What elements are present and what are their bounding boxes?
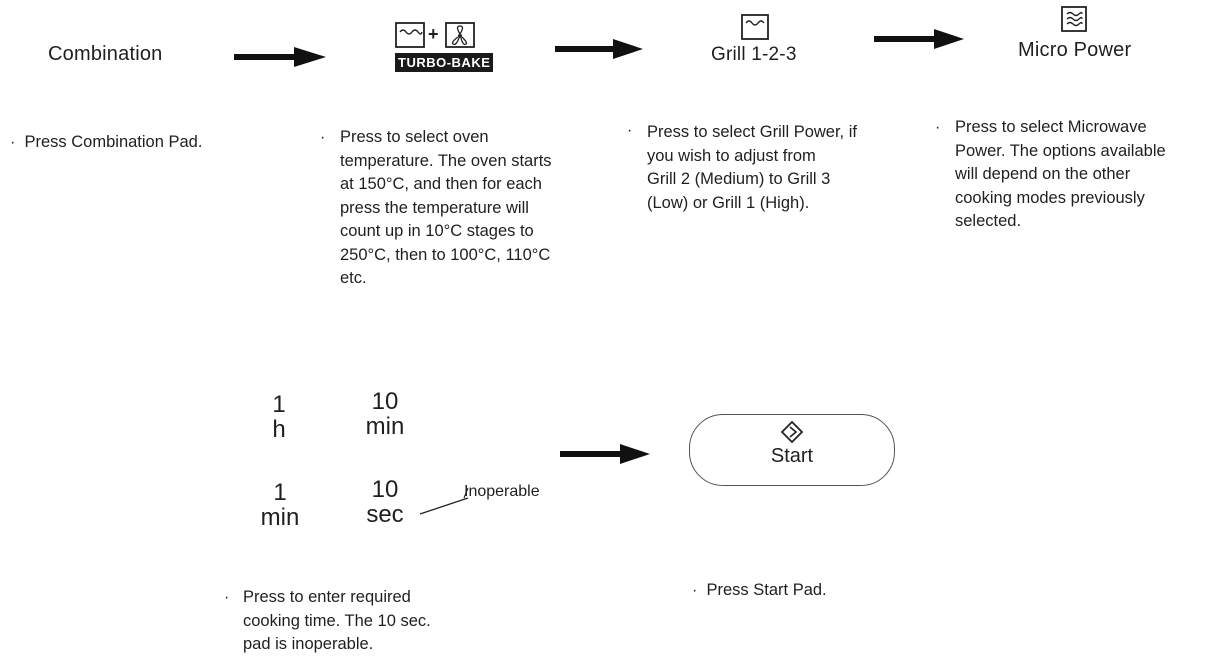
bullet: ·	[224, 589, 230, 606]
arrow-icon	[234, 47, 326, 67]
start-button-label: Start	[770, 445, 814, 467]
turbo-bake-pad[interactable]: + TURBO-BAKE	[395, 20, 505, 72]
turbo-bake-description: Press to select oven temperature. The ov…	[340, 128, 552, 287]
bullet: ·	[320, 129, 326, 146]
bullet: ·	[935, 119, 941, 136]
time-description: Press to enter required cooking time. Th…	[243, 588, 431, 653]
start-diamond-icon	[690, 421, 894, 443]
turbo-bake-badge: TURBO-BAKE	[395, 53, 494, 72]
fan-icon	[445, 22, 475, 53]
start-button[interactable]: Start	[689, 414, 895, 486]
oven-grill-icon	[395, 22, 425, 53]
micro-power-description: Press to select Microwave Power. The opt…	[955, 118, 1166, 230]
start-description: · Press Start Pad.	[692, 581, 827, 599]
grill-pad-label: Grill 1-2-3	[711, 44, 797, 65]
inoperable-leader-line	[418, 484, 470, 521]
arrow-icon	[555, 39, 643, 59]
microwave-icon	[1061, 6, 1087, 37]
combination-pad-label: Combination	[48, 43, 163, 65]
arrow-icon	[874, 29, 964, 49]
inoperable-note: Inoperable	[464, 483, 540, 500]
plus-sign: +	[428, 24, 439, 44]
combination-description: · Press Combination Pad.	[10, 133, 203, 151]
arrow-icon	[560, 444, 650, 464]
bullet: ·	[627, 122, 633, 139]
grill-description: Press to select Grill Power, if you wish…	[647, 123, 857, 212]
micro-power-pad-label: Micro Power	[1018, 39, 1132, 61]
grill-icon	[741, 14, 769, 45]
